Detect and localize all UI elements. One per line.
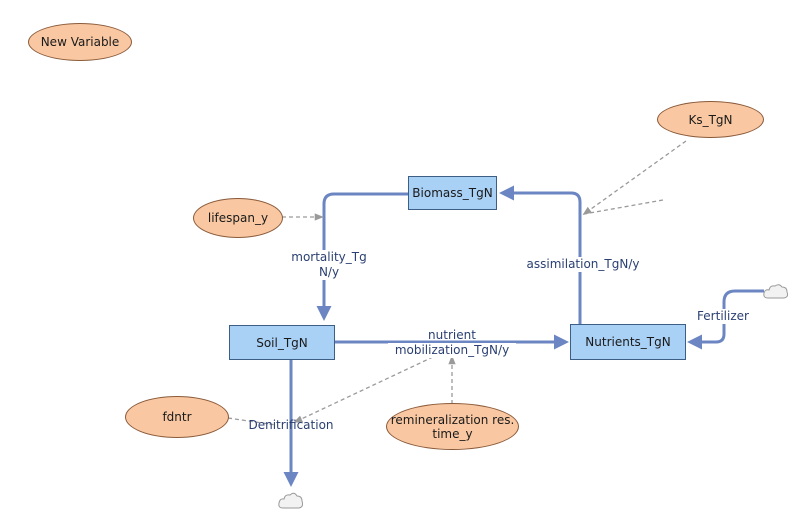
mortality-flow-label[interactable]: mortality_Tg N/y: [285, 250, 373, 280]
fdntr-link-arrow[interactable]: [227, 417, 277, 426]
remineralization-variable-node[interactable]: remineralization res. time_y: [386, 403, 519, 450]
soil-to-denitrification-link-arrow[interactable]: [293, 347, 453, 423]
new-variable-node[interactable]: New Variable: [28, 23, 132, 61]
mobilization-flow-label[interactable]: nutrient mobilization_TgN/y: [388, 328, 516, 358]
nutrients-stock[interactable]: Nutrients_TgN: [570, 324, 686, 360]
remineralization-label-line1: remineralization res.: [390, 412, 515, 427]
ks-link-arrow[interactable]: [582, 140, 687, 216]
assimilation-flow-pipe[interactable]: [499, 185, 582, 324]
fertilizer-label-text: Fertilizer: [697, 309, 749, 323]
biomass-stock[interactable]: Biomass_TgN: [408, 176, 497, 210]
assimilation-label-text: assimilation_TgN/y: [526, 257, 640, 271]
lifespan-variable-node[interactable]: lifespan_y: [193, 198, 283, 238]
mortality-flow-pipe[interactable]: [316, 192, 408, 321]
denitrification-label-text: Denitrification: [248, 418, 334, 432]
fdntr-variable-label: fdntr: [162, 410, 192, 424]
ks-variable-label: Ks_TgN: [688, 112, 733, 127]
fertilizer-source-cloud-icon[interactable]: [762, 282, 790, 302]
new-variable-label: New Variable: [40, 35, 120, 49]
remineralization-label-line2: time_y: [432, 426, 473, 441]
assimilation-flow-label[interactable]: assimilation_TgN/y: [522, 257, 644, 272]
denitrification-flow-label[interactable]: Denitrification: [246, 418, 336, 433]
mortality-label-line2: N/y: [318, 265, 340, 279]
fertilizer-flow-label[interactable]: Fertilizer: [692, 309, 754, 324]
ks-variable-node[interactable]: Ks_TgN: [657, 101, 764, 138]
assimilation-extra-link[interactable]: [583, 199, 664, 215]
soil-stock-label: Soil_TgN: [256, 335, 308, 350]
fdntr-variable-node[interactable]: fdntr: [125, 396, 229, 438]
nutrients-stock-label: Nutrients_TgN: [585, 335, 671, 349]
mortality-label-line1: mortality_Tg: [291, 250, 367, 264]
mobilization-label-line2: mobilization_TgN/y: [388, 343, 516, 358]
biomass-stock-label: Biomass_TgN: [412, 186, 493, 200]
soil-stock[interactable]: Soil_TgN: [229, 325, 335, 360]
denitrification-sink-cloud-icon[interactable]: [277, 490, 305, 512]
mobilization-label-line1: nutrient: [428, 328, 476, 342]
lifespan-variable-label: lifespan_y: [207, 211, 269, 225]
